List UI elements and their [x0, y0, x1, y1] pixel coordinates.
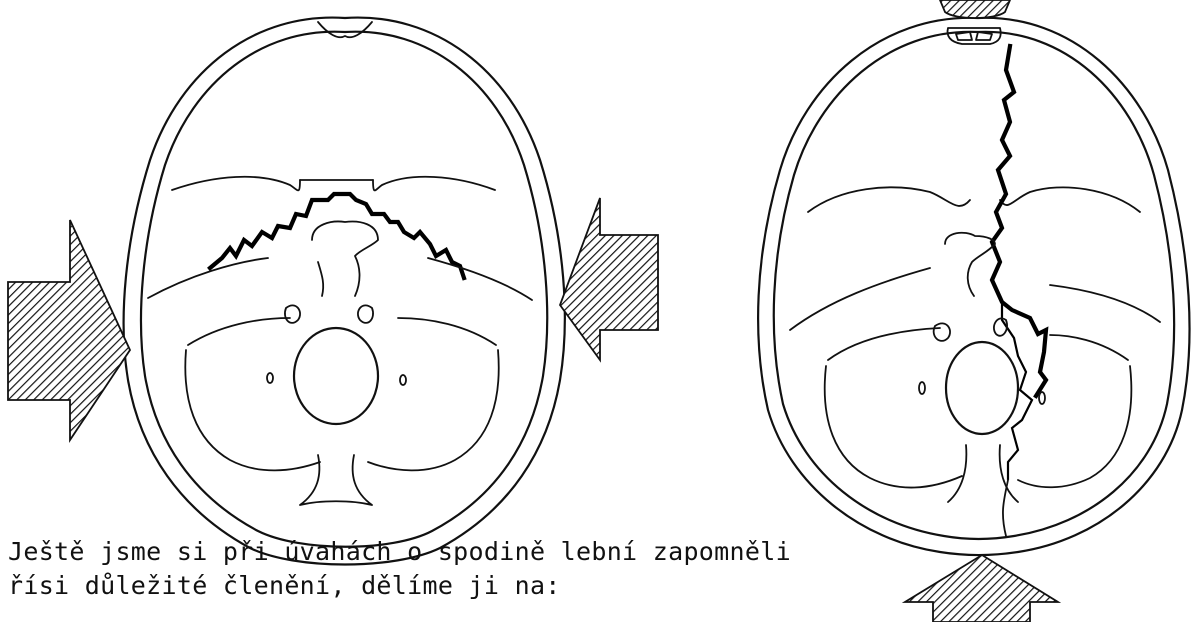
- left-skull: [8, 18, 658, 565]
- right-skull-right-fossa: [1050, 335, 1128, 360]
- left-skull-sella: [312, 222, 378, 296]
- right-skull-sinus-left: [956, 32, 972, 40]
- right-skull-left-petrous: [790, 268, 930, 330]
- caption-line-2: řísi důležité členění, dělíme ji na:: [8, 571, 561, 600]
- right-skull-right-foramen: [994, 318, 1007, 335]
- left-skull-right-condyle-dot: [400, 375, 406, 385]
- left-skull-inner-contour: [141, 32, 547, 547]
- left-skull-outer-contour: [124, 18, 565, 565]
- right-skull-left-wing: [808, 187, 970, 212]
- right-pressure-arrow: [560, 198, 658, 360]
- left-skull-left-fossa-outer: [185, 350, 320, 470]
- left-skull-left-wing: [172, 177, 300, 191]
- right-skull-longitudinal-fracture: [992, 46, 1046, 396]
- left-skull-right-foramen: [358, 305, 373, 323]
- right-skull-left-foramen: [934, 323, 950, 341]
- right-skull-sinus-right: [976, 32, 992, 40]
- right-skull-inner-contour: [774, 32, 1174, 539]
- right-skull-right-condyle-dot: [1039, 392, 1045, 404]
- left-pressure-arrow: [8, 220, 130, 440]
- left-skull-clivus-left: [318, 262, 323, 296]
- right-skull-left-fossa-outer: [825, 366, 962, 488]
- right-skull-foramen-magnum: [946, 342, 1018, 434]
- left-skull-right-fossa: [398, 318, 496, 345]
- left-skull-right-fossa-outer: [368, 350, 499, 470]
- left-skull-frontal-crest: [318, 22, 372, 37]
- caption-line-1: Ještě jsme si při úvahách o spodině lebn…: [8, 537, 791, 566]
- right-skull-right-fossa-outer: [1018, 366, 1131, 487]
- right-skull-frontal-sinus: [948, 28, 1001, 44]
- right-skull-left-fossa: [828, 328, 940, 360]
- right-skull-right-wing: [1000, 187, 1140, 212]
- right-skull-left-condyle-dot: [919, 382, 925, 394]
- right-skull-top-tuft: [940, 0, 1010, 18]
- left-skull-left-petrous: [148, 258, 268, 298]
- left-skull-right-wing: [373, 177, 495, 191]
- bottom-pressure-arrow: [905, 555, 1058, 622]
- right-skull-right-petrous: [1050, 285, 1160, 322]
- caption-text: Ještě jsme si při úvahách o spodině lebn…: [8, 535, 768, 603]
- right-skull-sella: [945, 233, 995, 296]
- left-skull-left-condyle-dot: [267, 373, 273, 383]
- left-skull-left-foramen: [285, 305, 300, 323]
- left-skull-occipital-crest: [300, 455, 372, 505]
- right-skull: [758, 0, 1189, 622]
- left-skull-right-petrous: [428, 258, 532, 300]
- left-skull-transverse-fracture: [210, 194, 464, 278]
- left-skull-foramen-magnum: [294, 328, 378, 424]
- left-skull-left-fossa: [188, 318, 290, 345]
